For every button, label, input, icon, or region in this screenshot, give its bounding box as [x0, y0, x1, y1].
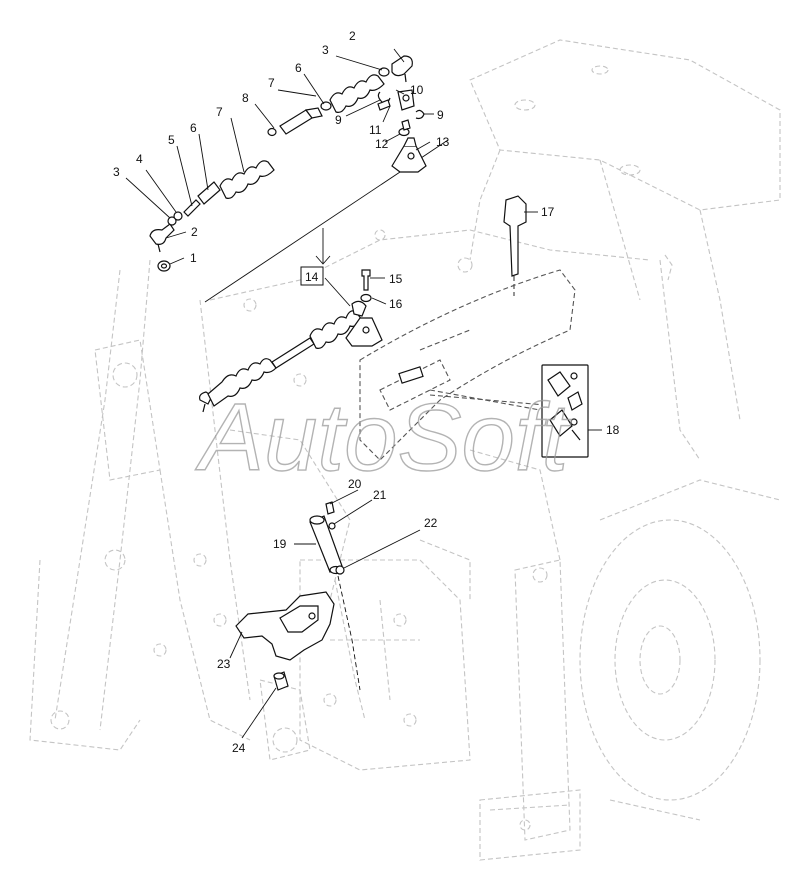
callout-19: 19 — [273, 537, 287, 551]
bracket-part-23 — [235, 591, 335, 661]
callout-20: 20 — [348, 477, 362, 491]
callout-2-upper: 2 — [349, 29, 356, 43]
callout-9-right: 9 — [437, 108, 444, 122]
callout-3-upper: 3 — [322, 43, 329, 57]
assembled-control-cable — [199, 269, 383, 413]
callout-5: 5 — [168, 133, 175, 147]
callout-17: 17 — [541, 205, 555, 219]
leader-lines — [125, 48, 602, 739]
callout-6-upper: 6 — [295, 61, 302, 75]
callout-24: 24 — [232, 741, 246, 755]
callout-7-lower: 7 — [216, 105, 223, 119]
control-lever-dashed — [359, 269, 576, 461]
callout-9-left: 9 — [335, 113, 342, 127]
wrench-part-17 — [503, 195, 527, 277]
callout-1: 1 — [190, 251, 197, 265]
callout-8: 8 — [242, 91, 249, 105]
callout-13: 13 — [436, 135, 450, 149]
callout-6-lower: 6 — [190, 121, 197, 135]
bushing-part-24 — [273, 671, 289, 691]
callout-18: 18 — [606, 423, 620, 437]
background-machine-outline — [29, 39, 781, 861]
callout-2-lower: 2 — [191, 225, 198, 239]
callout-7-upper: 7 — [268, 76, 275, 90]
callout-14-box — [300, 266, 324, 286]
callout-22: 22 — [424, 516, 438, 530]
callout-4: 4 — [136, 152, 143, 166]
callout-3-lower: 3 — [113, 165, 120, 179]
callout-10: 10 — [410, 83, 424, 97]
callout-12: 12 — [375, 137, 389, 151]
callout-labels: 1 2 2 3 3 4 5 6 6 7 7 8 9 9 10 11 12 13 … — [113, 29, 620, 755]
callout-14: 14 — [305, 270, 319, 284]
pin-assembly — [309, 501, 361, 691]
callout-16: 16 — [389, 297, 403, 311]
callout-11: 11 — [369, 123, 382, 137]
callout-23: 23 — [217, 657, 231, 671]
callout-15: 15 — [389, 272, 403, 286]
group-indicator-arrow — [315, 228, 331, 265]
decal-part-18 — [541, 364, 589, 458]
watermark-text: AutoSoft — [195, 384, 572, 491]
callout-21: 21 — [373, 488, 387, 502]
